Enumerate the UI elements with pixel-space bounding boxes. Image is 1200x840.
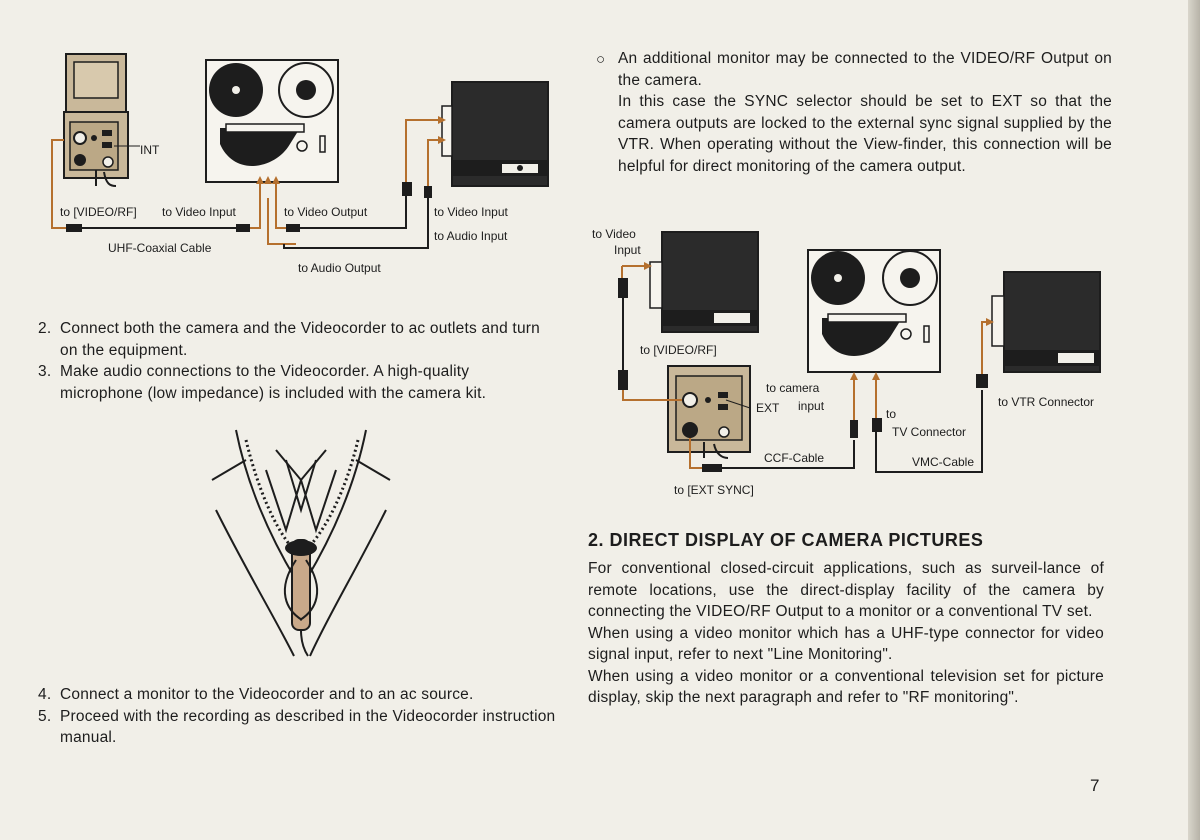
ext-label: EXT xyxy=(756,401,780,415)
section-heading: 2. DIRECT DISPLAY OF CAMERA PICTURES xyxy=(588,530,984,550)
arrowheads xyxy=(644,262,994,380)
step-number: 3. xyxy=(38,363,52,380)
note-paragraph: In this case the SYNC selector should be… xyxy=(618,93,1112,175)
right-monitor-illustration xyxy=(991,271,1101,373)
step-number: 4. xyxy=(38,686,52,703)
step-text: Connect both the camera and the Videocor… xyxy=(60,320,540,359)
section-paragraph: When using a video monitor or a conventi… xyxy=(588,667,1104,707)
cables xyxy=(51,119,440,249)
vmc-cable-label: VMC-Cable xyxy=(912,455,974,469)
step-item: 4. Connect a monitor to the Videocorder … xyxy=(38,684,556,706)
input-label: Input xyxy=(614,243,641,257)
cables xyxy=(618,265,988,473)
left-monitor-illustration xyxy=(649,231,759,333)
step-number: 5. xyxy=(38,707,52,725)
arrowheads xyxy=(256,116,446,184)
to-ext-sync-label: to [EXT SYNC] xyxy=(674,483,754,497)
monitor-connection-diagram: to Video Input to [VIDEO/RF] to camera E… xyxy=(592,227,1101,497)
step-text: Proceed with the recording as described … xyxy=(60,707,556,747)
uhf-cable-label: UHF-Coaxial Cable xyxy=(108,241,212,255)
to-video-input-label-b: to Video Input xyxy=(434,205,509,219)
microphone-illustration xyxy=(211,429,391,657)
monitor-illustration xyxy=(441,81,549,187)
videocorder-illustration xyxy=(807,249,941,373)
to-video-label: to Video xyxy=(592,227,636,241)
recording-connection-diagram: INT xyxy=(51,53,549,275)
to-video-input-label-a: to Video Input xyxy=(162,205,237,219)
camera-illustration xyxy=(63,53,129,187)
ccf-cable-label: CCF-Cable xyxy=(764,451,824,465)
tv-connector-label: TV Connector xyxy=(892,425,966,439)
to-video-rf-label: to [VIDEO/RF] xyxy=(640,343,717,357)
to-vtr-connector-label: to VTR Connector xyxy=(998,395,1094,409)
camera-illustration xyxy=(667,365,751,459)
to-label: to xyxy=(886,407,896,421)
to-audio-input-label: to Audio Input xyxy=(434,229,508,243)
step-item: 2. Connect both the camera and the Video… xyxy=(38,318,556,361)
to-audio-output-label: to Audio Output xyxy=(298,261,381,275)
section-body: For conventional closed-circuit applicat… xyxy=(588,558,1104,709)
note-paragraph: An additional monitor may be connected t… xyxy=(618,50,1112,89)
step-text: Connect a monitor to the Videocorder and… xyxy=(60,686,474,703)
step-number: 2. xyxy=(38,320,52,337)
bullet-icon: ○ xyxy=(596,51,606,68)
videocorder-illustration xyxy=(205,59,339,183)
step-item: 5. Proceed with the recording as describ… xyxy=(38,706,556,749)
to-video-output-label: to Video Output xyxy=(284,205,368,219)
camera-input-label: input xyxy=(798,399,825,413)
page-edge xyxy=(1188,0,1200,840)
section-paragraph: When using a video monitor which has a U… xyxy=(588,624,1104,664)
step-text: Make audio connections to the Videocorde… xyxy=(60,363,487,402)
page-number: 7 xyxy=(1090,776,1100,795)
int-label: INT xyxy=(140,143,160,157)
instruction-steps-upper: 2. Connect both the camera and the Video… xyxy=(38,318,556,404)
instruction-steps-lower: 4. Connect a monitor to the Videocorder … xyxy=(38,684,556,749)
additional-monitor-note: ○ An additional monitor may be connected… xyxy=(596,48,1112,177)
section-paragraph: For conventional closed-circuit applicat… xyxy=(588,560,1104,620)
step-item: 3. Make audio connections to the Videoco… xyxy=(38,361,556,404)
to-video-rf-label: to [VIDEO/RF] xyxy=(60,205,137,219)
to-camera-label: to camera xyxy=(766,381,820,395)
